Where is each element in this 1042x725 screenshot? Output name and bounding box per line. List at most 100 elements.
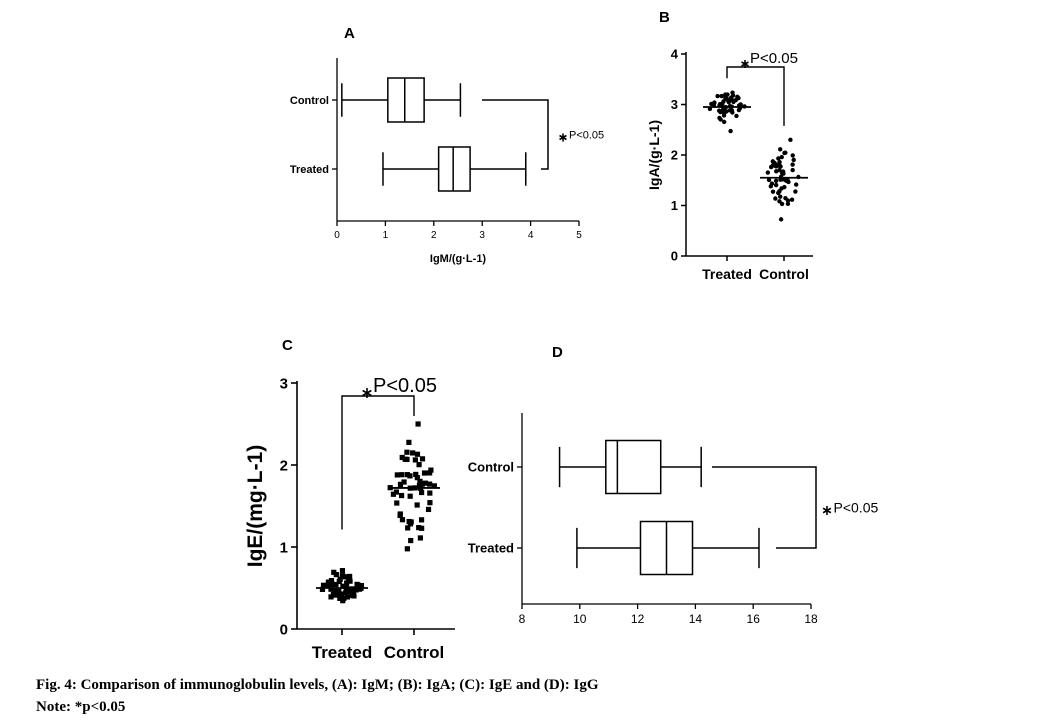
star-stroke [559, 134, 567, 141]
x-tick-label: 14 [689, 612, 703, 626]
data-point [349, 592, 355, 599]
data-point [427, 500, 433, 506]
data-point [421, 470, 428, 476]
data-point [427, 490, 433, 496]
data-point [404, 456, 410, 463]
data-point [337, 595, 343, 601]
data-point [390, 491, 397, 497]
data-point [404, 449, 410, 455]
data-point [393, 489, 399, 495]
data-point [353, 587, 359, 593]
data-point [419, 481, 426, 487]
data-point [425, 506, 432, 513]
data-point [328, 578, 335, 584]
category-label: Treated [702, 266, 752, 282]
category-label: Control [759, 266, 809, 282]
data-point [407, 473, 413, 479]
data-point [783, 195, 788, 201]
data-point [404, 546, 410, 552]
x-tick-label: 18 [804, 612, 818, 626]
data-point [422, 480, 428, 486]
data-point [427, 470, 433, 476]
data-point [328, 581, 334, 588]
x-tick-label: 3 [479, 230, 485, 241]
data-point [397, 481, 404, 487]
data-point [408, 519, 414, 525]
data-point [776, 156, 781, 161]
data-point [419, 489, 425, 496]
data-point [776, 161, 782, 167]
x-tick-label: 0 [334, 230, 340, 241]
data-point [779, 154, 784, 160]
data-point [414, 451, 421, 457]
data-point [768, 184, 773, 189]
data-point [397, 511, 403, 517]
x-axis-label: IgM/(g·L-1) [430, 253, 487, 265]
data-point [778, 217, 784, 222]
data-point [328, 594, 334, 600]
data-point [332, 592, 338, 598]
data-point [336, 588, 342, 595]
data-point [721, 119, 727, 125]
x-tick-label: 8 [519, 612, 526, 626]
data-point [333, 581, 339, 588]
data-point [325, 582, 331, 588]
data-point [340, 583, 346, 589]
y-tick-label: 2 [671, 148, 678, 163]
data-point [789, 197, 795, 202]
data-point [719, 93, 724, 99]
data-point [427, 481, 433, 487]
significance-bracket [726, 66, 785, 126]
data-point [415, 421, 421, 427]
data-point [779, 201, 785, 207]
data-point [394, 472, 400, 478]
data-point [398, 492, 405, 499]
significance-bracket [712, 466, 817, 549]
data-point [721, 99, 726, 104]
data-point [333, 587, 339, 593]
data-point [718, 117, 723, 122]
category-label: Control [290, 95, 329, 107]
data-point [765, 170, 771, 175]
data-point [731, 99, 736, 105]
dot-series-treated [707, 90, 747, 134]
data-point [410, 450, 416, 456]
star-stroke [822, 507, 832, 514]
dot-series-treated [319, 567, 365, 604]
data-point [428, 467, 434, 473]
significance-star [362, 388, 372, 398]
data-point [405, 525, 411, 531]
x-tick-label: 1 [383, 230, 389, 241]
data-point [431, 483, 437, 489]
data-point [412, 457, 418, 463]
category-label: Treated [468, 541, 514, 556]
data-point [339, 567, 346, 574]
y-tick-label: 0 [280, 621, 288, 638]
significance-label: P<0.05 [569, 129, 604, 141]
x-tick-label: 5 [576, 230, 582, 241]
data-point [777, 147, 783, 152]
data-point [344, 594, 351, 600]
y-tick-label: 4 [671, 47, 679, 62]
panel-letter: C [282, 337, 293, 354]
significance-star [822, 506, 832, 515]
significance-star [741, 60, 749, 68]
y-tick-label: 3 [280, 375, 288, 392]
significance-star [559, 133, 567, 142]
y-tick-label: 1 [280, 539, 288, 556]
data-point [399, 454, 405, 461]
data-point [716, 108, 722, 113]
data-point [346, 588, 353, 595]
data-point [399, 517, 406, 523]
data-point [790, 167, 795, 173]
data-point [401, 479, 407, 485]
figure-note: Note: *p<0.05 [36, 699, 126, 715]
data-point [320, 582, 327, 588]
data-point [790, 153, 795, 158]
data-point [772, 161, 778, 166]
star-stroke [741, 61, 749, 67]
data-point [355, 582, 361, 588]
data-point [413, 471, 419, 478]
category-label: Treated [312, 643, 372, 662]
data-point [416, 462, 422, 468]
